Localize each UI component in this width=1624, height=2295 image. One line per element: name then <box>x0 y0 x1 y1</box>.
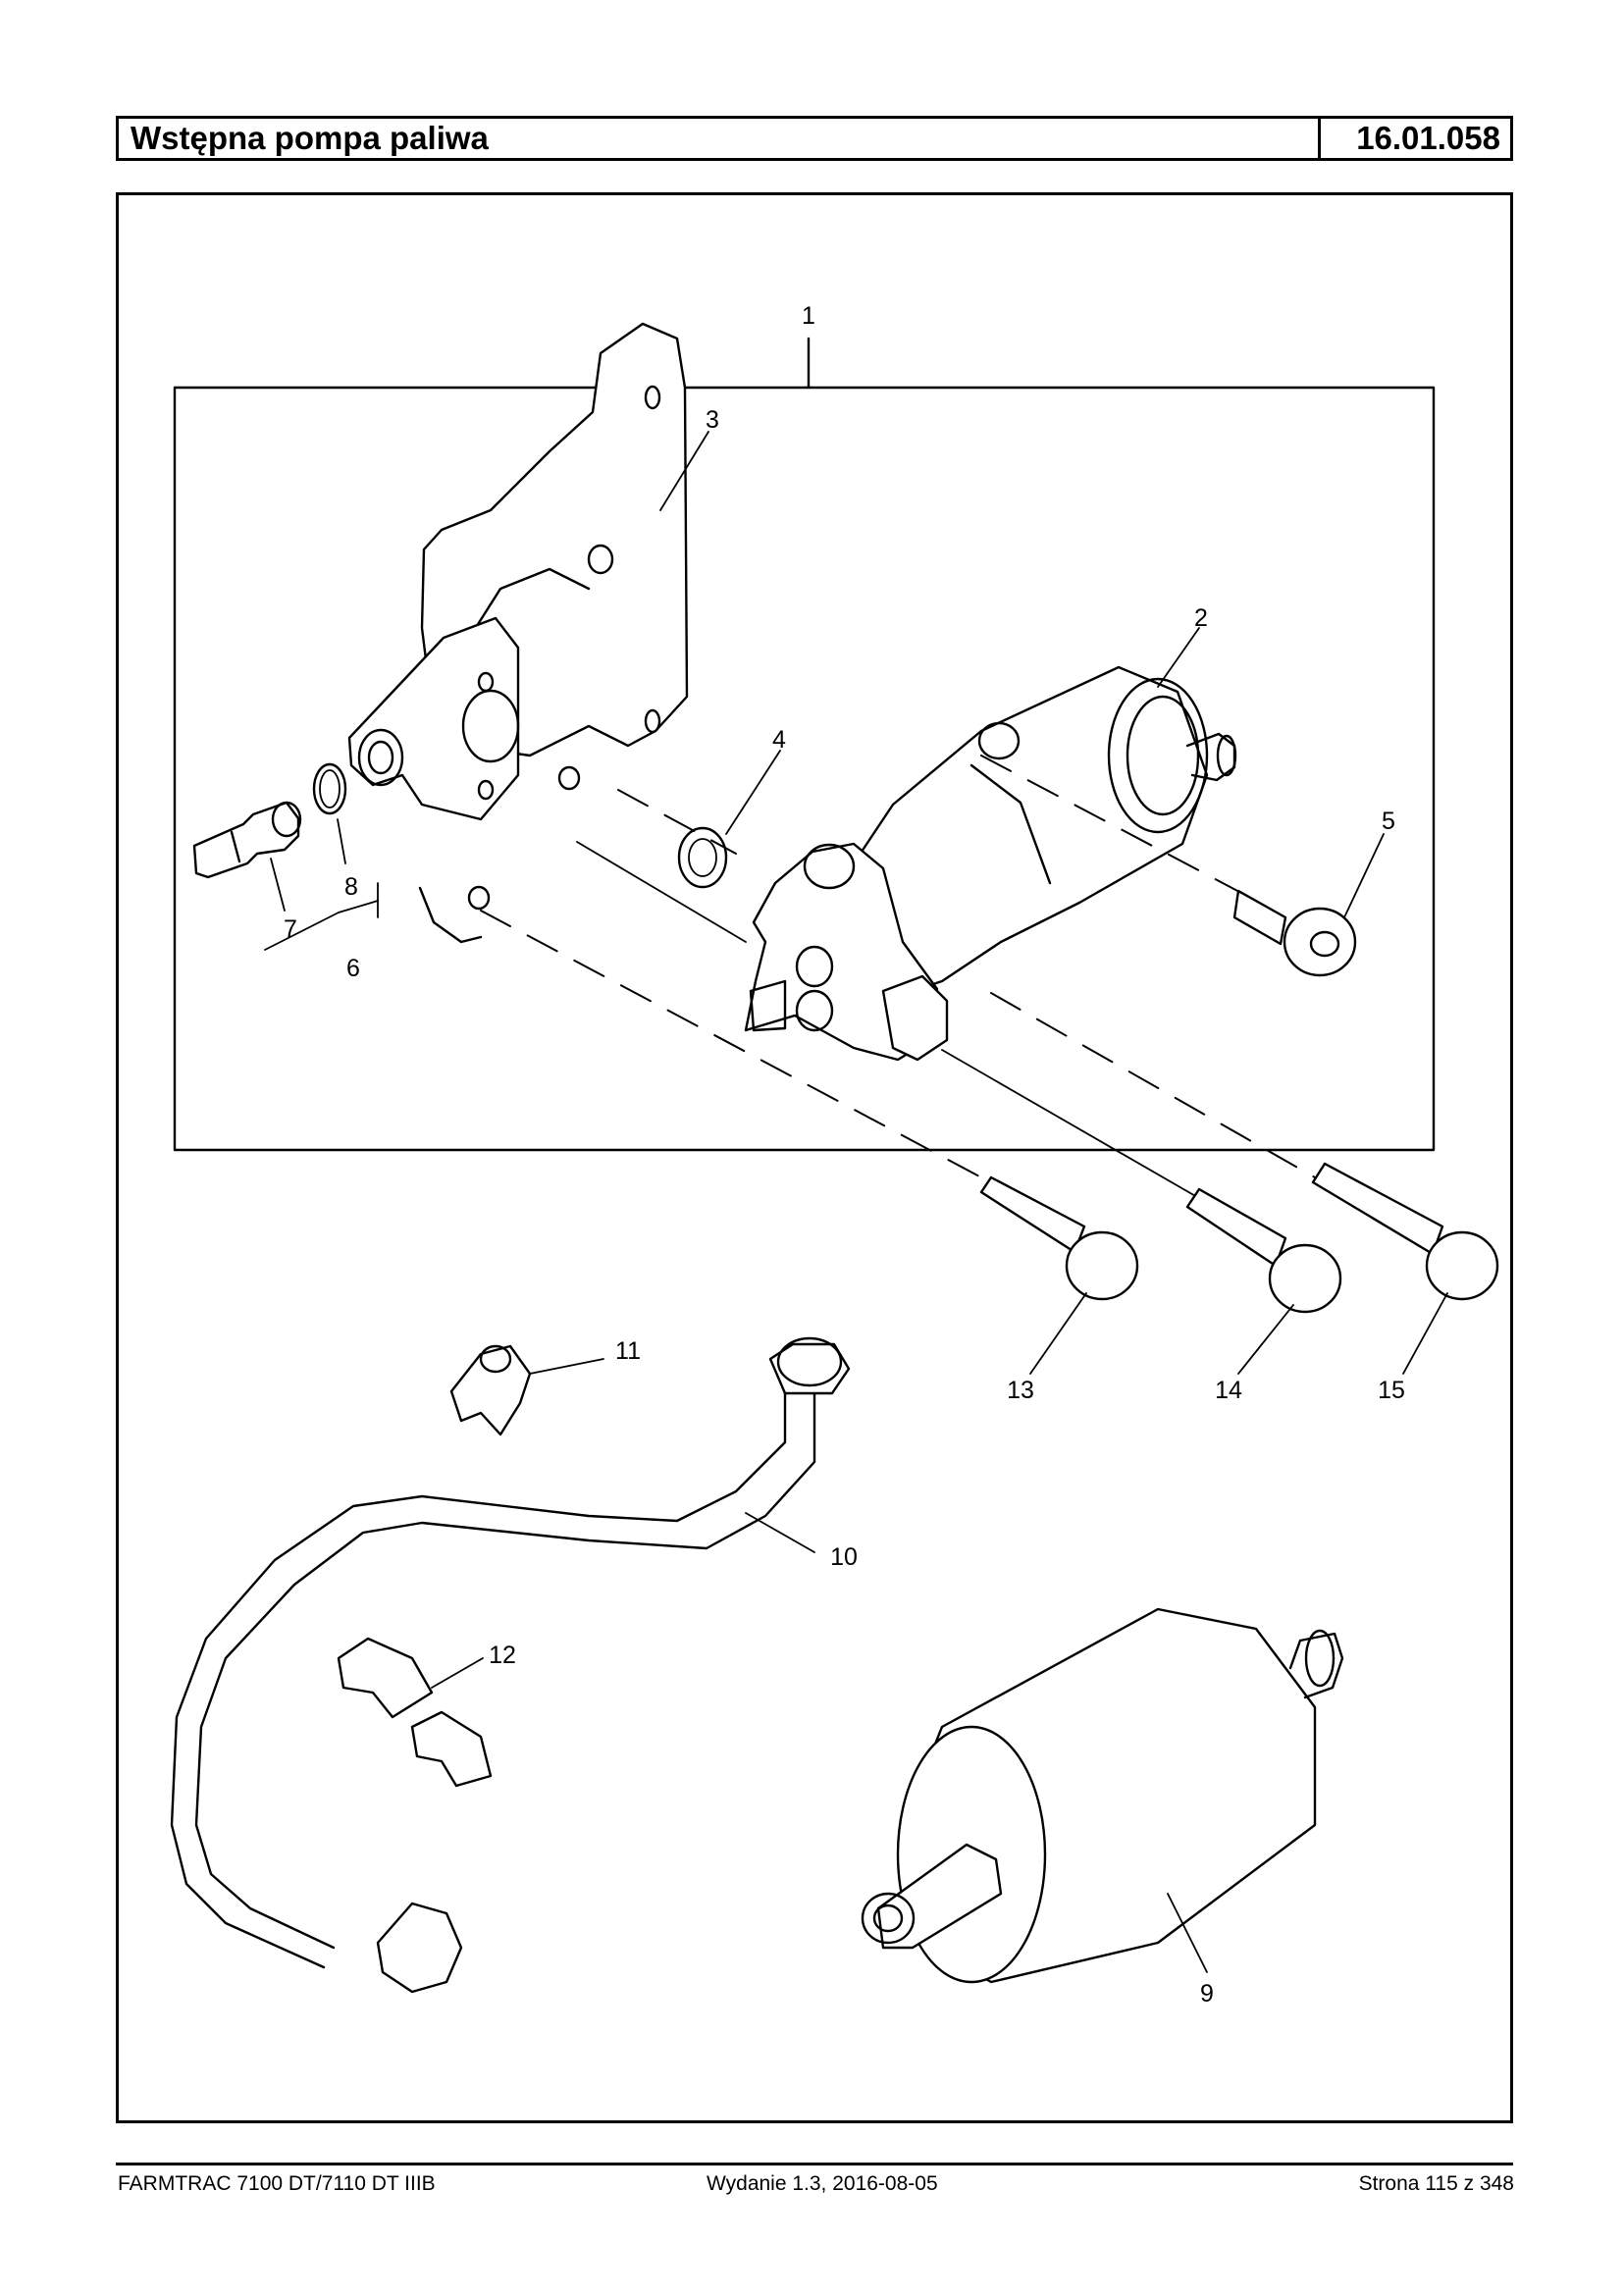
bolt-13 <box>979 1175 1139 1301</box>
sensor-part <box>192 801 302 879</box>
callout-14: 14 <box>1215 1377 1242 1404</box>
leader-8 <box>337 818 346 864</box>
callout-1: 1 <box>802 302 815 330</box>
drawing-frame <box>116 192 1513 2123</box>
footer-model: FARMTRAC 7100 DT/7110 DT IIIB <box>118 2172 436 2195</box>
leader-2 <box>1157 627 1200 688</box>
callout-9: 9 <box>1200 1980 1214 2008</box>
callout-15: 15 <box>1378 1377 1405 1404</box>
callout-6: 6 <box>346 955 360 982</box>
leader-6 <box>264 900 379 951</box>
clamp-12 <box>337 1637 493 1788</box>
callout-2: 2 <box>1194 604 1208 632</box>
footer-page-number: Strona 115 z 348 <box>1358 2172 1514 2195</box>
callout-10: 10 <box>830 1543 858 1571</box>
callout-13: 13 <box>1007 1377 1034 1404</box>
axis-line-d <box>576 841 747 943</box>
leader-10 <box>745 1512 815 1553</box>
leader-3 <box>659 431 709 511</box>
fuel-filter-9 <box>861 1607 1344 1984</box>
callout-12: 12 <box>489 1642 516 1669</box>
leader-11 <box>529 1358 604 1375</box>
section-code: 16.01.058 <box>1318 119 1510 158</box>
leader-7 <box>270 858 286 912</box>
axis-line-f <box>990 992 1316 1178</box>
leader-4 <box>725 750 781 835</box>
callout-4: 4 <box>772 726 786 754</box>
fuel-pump-part <box>744 665 1237 1062</box>
leader-14 <box>1237 1304 1294 1375</box>
page-title: Wstępna pompa paliwa <box>131 120 489 156</box>
axis-line-a <box>980 755 1242 894</box>
callout-7: 7 <box>284 915 297 943</box>
housing-part <box>347 616 520 944</box>
callout-11: 11 <box>615 1337 641 1365</box>
bolt-15 <box>1311 1162 1499 1301</box>
oring-8 <box>312 762 347 815</box>
callout-3: 3 <box>706 406 719 434</box>
callout-8: 8 <box>344 873 358 901</box>
fuel-line-10 <box>170 1336 851 1994</box>
clip-11 <box>449 1344 532 1436</box>
page-header: Wstępna pompa paliwa 16.01.058 <box>116 116 1513 161</box>
leader-9 <box>1167 1893 1208 1973</box>
bolt-5 <box>1232 889 1357 977</box>
leader-5 <box>1343 833 1385 918</box>
callout-5: 5 <box>1382 808 1395 835</box>
footer-edition: Wydanie 1.3, 2016-08-05 <box>707 2172 938 2195</box>
leader-12 <box>431 1657 484 1689</box>
bracket-part <box>420 322 689 911</box>
bolt-14 <box>1185 1187 1342 1314</box>
axis-line-b <box>617 789 737 855</box>
leader-15 <box>1402 1292 1448 1375</box>
footer-divider <box>116 2163 1513 2165</box>
assembly-box <box>173 386 1436 1152</box>
axis-line-e <box>941 1049 1198 1198</box>
washer-4 <box>677 826 728 889</box>
axis-line-c <box>480 910 982 1178</box>
leader-13 <box>1029 1292 1087 1375</box>
